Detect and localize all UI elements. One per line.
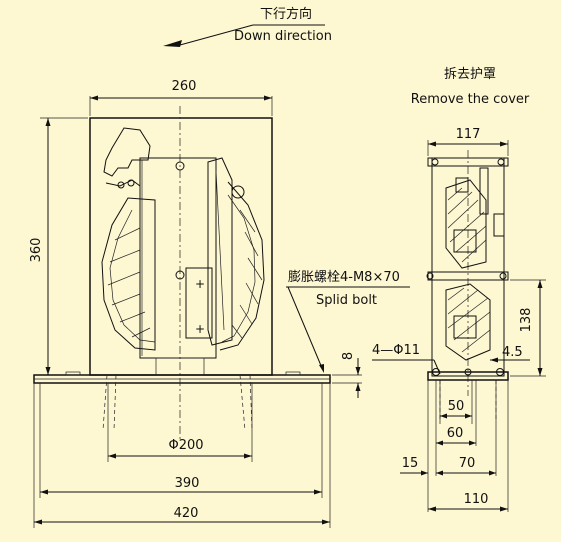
- dim-110: 110: [464, 492, 489, 507]
- side-view: 拆去护罩 Remove the cover: [411, 67, 530, 420]
- drum-right-inner: [221, 194, 256, 343]
- dim-bolt-spacing: 390: [175, 476, 200, 491]
- cam-mark-1: +: [195, 277, 205, 291]
- drum-left-outline: [101, 197, 156, 351]
- cam-mark-2: +: [195, 322, 205, 336]
- brake-arm: [207, 157, 233, 346]
- mount-block: [155, 357, 205, 376]
- direction-label-en: Down direction: [234, 29, 332, 44]
- latch-pin-1: [117, 181, 125, 189]
- side-hatching: [447, 187, 491, 353]
- direction-indicator: 下行方向 Down direction: [163, 6, 332, 47]
- side-block-upper: [453, 229, 477, 253]
- front-view: + +: [33, 106, 331, 440]
- bolt-leader: [287, 286, 323, 369]
- dim-base-width: 420: [174, 506, 199, 521]
- hidden-leg-1: [102, 374, 108, 431]
- brake-arm-inner: [215, 169, 225, 331]
- bolt-head-1: [65, 371, 81, 376]
- dim-cover-width: 260: [172, 79, 197, 94]
- side-adjuster: [493, 213, 505, 237]
- direction-label-cn: 下行方向: [260, 6, 312, 22]
- side-bolt-mr: [499, 272, 507, 280]
- side-cap: [455, 177, 469, 193]
- side-bolt-br: [496, 368, 504, 376]
- cam-block: [185, 267, 213, 339]
- dim-side-width: 117: [456, 127, 481, 142]
- hidden-leg-2: [113, 374, 117, 431]
- dim-70: 70: [459, 456, 476, 471]
- bolt-callout: 膨胀螺栓4-M8×70 Splid bolt: [286, 270, 410, 373]
- direction-arrowhead: [163, 40, 182, 47]
- side-bolt-bc: [464, 368, 472, 376]
- dim-15: 15: [402, 456, 419, 471]
- drum-hatching: [107, 209, 263, 339]
- direction-arrow-line: [179, 24, 254, 46]
- dim-base-thickness: 8: [341, 352, 356, 360]
- drum-right-outline: [219, 181, 265, 351]
- bolt-head-2: [285, 371, 301, 376]
- dim-50: 50: [448, 399, 465, 414]
- hidden-leg-3: [239, 374, 246, 431]
- side-lower-body: [445, 283, 491, 361]
- holes-leader: [433, 359, 441, 375]
- side-title-en: Remove the cover: [411, 92, 530, 107]
- pivot-top: [175, 161, 185, 171]
- pivot-mid: [175, 270, 185, 280]
- bolt-label-cn: 膨胀螺栓4-M8×70: [288, 270, 400, 285]
- side-bolt-tl: [431, 158, 439, 166]
- front-dimensions: 260 360 8 Φ200 390 420: [29, 79, 362, 528]
- latch-pin-2: [127, 179, 135, 187]
- cover-outline: [89, 117, 273, 376]
- dim-side-height: 138: [519, 308, 534, 333]
- roller-top: [231, 185, 245, 199]
- dim-60: 60: [447, 426, 464, 441]
- dim-offset: 4.5: [502, 345, 523, 360]
- dim-height: 360: [29, 238, 44, 263]
- side-title-cn: 拆去护罩: [444, 67, 496, 82]
- holes-label: 4—Φ11: [372, 343, 420, 358]
- drum-left-inner: [109, 209, 156, 343]
- side-upper-body: [445, 179, 487, 269]
- side-dimensions: 117 138 4.5 4—Φ11 50 60 15: [372, 127, 546, 512]
- side-spring: [479, 167, 489, 215]
- latch-link: [105, 179, 141, 187]
- bolt-label-en: Splid bolt: [316, 293, 377, 308]
- side-bolt-ml: [426, 272, 434, 280]
- dim-wheel-diameter: Φ200: [168, 438, 203, 453]
- side-block-lower: [453, 315, 477, 339]
- latch: [103, 127, 151, 177]
- side-bolt-tr: [497, 158, 505, 166]
